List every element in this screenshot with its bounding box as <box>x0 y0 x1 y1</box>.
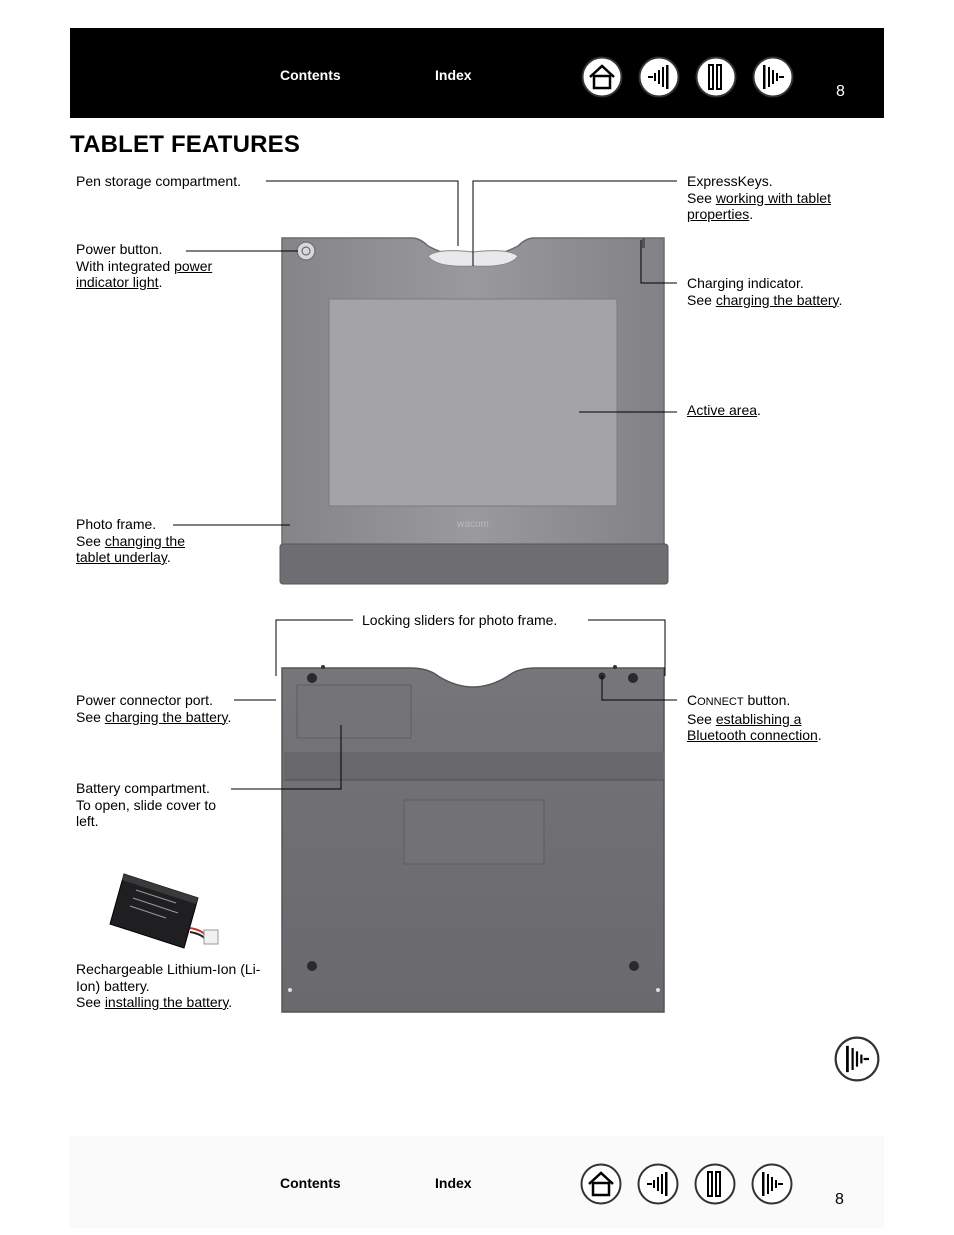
battery-image <box>109 873 219 949</box>
next-page-icon[interactable] <box>834 1036 880 1082</box>
footer-bar: Contents Index 8 <box>70 1136 884 1228</box>
power-button-label: Power button. With integrated power indi… <box>76 241 213 291</box>
charging-indicator-label: Charging indicator. See charging the bat… <box>687 275 843 308</box>
toc-icon[interactable] <box>694 1163 736 1205</box>
connect-button-label: CONNECT button. See establishing a Bluet… <box>687 692 822 744</box>
tablet-properties-link[interactable]: working with tablet properties <box>687 189 831 223</box>
expresskeys-label: ExpressKeys. See working with tablet pro… <box>687 173 831 223</box>
battery-compartment-label: Battery compartment. To open, slide cove… <box>76 780 217 829</box>
next-page-icon[interactable] <box>752 56 794 98</box>
tablet-back-image <box>281 665 665 1013</box>
bluetooth-connection-link[interactable]: establishing a Bluetooth connection <box>687 710 818 744</box>
header-bar: Contents Index 8 <box>70 28 884 118</box>
tablet-front-image: wacom <box>279 237 669 585</box>
contents-link-footer[interactable]: Contents <box>280 1175 341 1191</box>
installing-battery-link[interactable]: installing the battery <box>104 994 229 1010</box>
power-port-label: Power connector port. See charging the b… <box>76 692 232 725</box>
index-link[interactable]: Index <box>435 67 472 83</box>
page-number-footer: 8 <box>835 1191 844 1208</box>
charging-battery-link-2[interactable]: charging the battery <box>104 708 228 725</box>
contents-link[interactable]: Contents <box>280 67 341 83</box>
toc-icon[interactable] <box>695 56 737 98</box>
photo-frame-label: Photo frame. See changing the tablet und… <box>76 516 185 566</box>
locking-sliders-label: Locking sliders for photo frame. <box>362 612 558 628</box>
previous-page-icon[interactable] <box>638 56 680 98</box>
home-icon[interactable] <box>581 56 623 98</box>
active-area-link[interactable]: Active area <box>687 402 758 418</box>
previous-page-icon[interactable] <box>637 1163 679 1205</box>
changing-underlay-link[interactable]: changing the tablet underlay <box>76 532 185 566</box>
wacom-logo: wacom <box>456 519 489 530</box>
page-number: 8 <box>836 83 845 100</box>
page-title: TABLET FEATURES <box>70 131 301 158</box>
battery-label: Rechargeable Lithium-Ion (Li-Ion) batter… <box>76 961 261 1010</box>
home-icon[interactable] <box>580 1163 622 1205</box>
power-indicator-link[interactable]: power indicator light <box>76 257 213 291</box>
active-area-label: Active area. <box>687 402 761 418</box>
index-link-footer[interactable]: Index <box>435 1175 472 1191</box>
charging-battery-link[interactable]: charging the battery <box>715 291 839 308</box>
next-page-icon[interactable] <box>751 1163 793 1205</box>
pen-storage-label: Pen storage compartment. <box>76 173 241 189</box>
